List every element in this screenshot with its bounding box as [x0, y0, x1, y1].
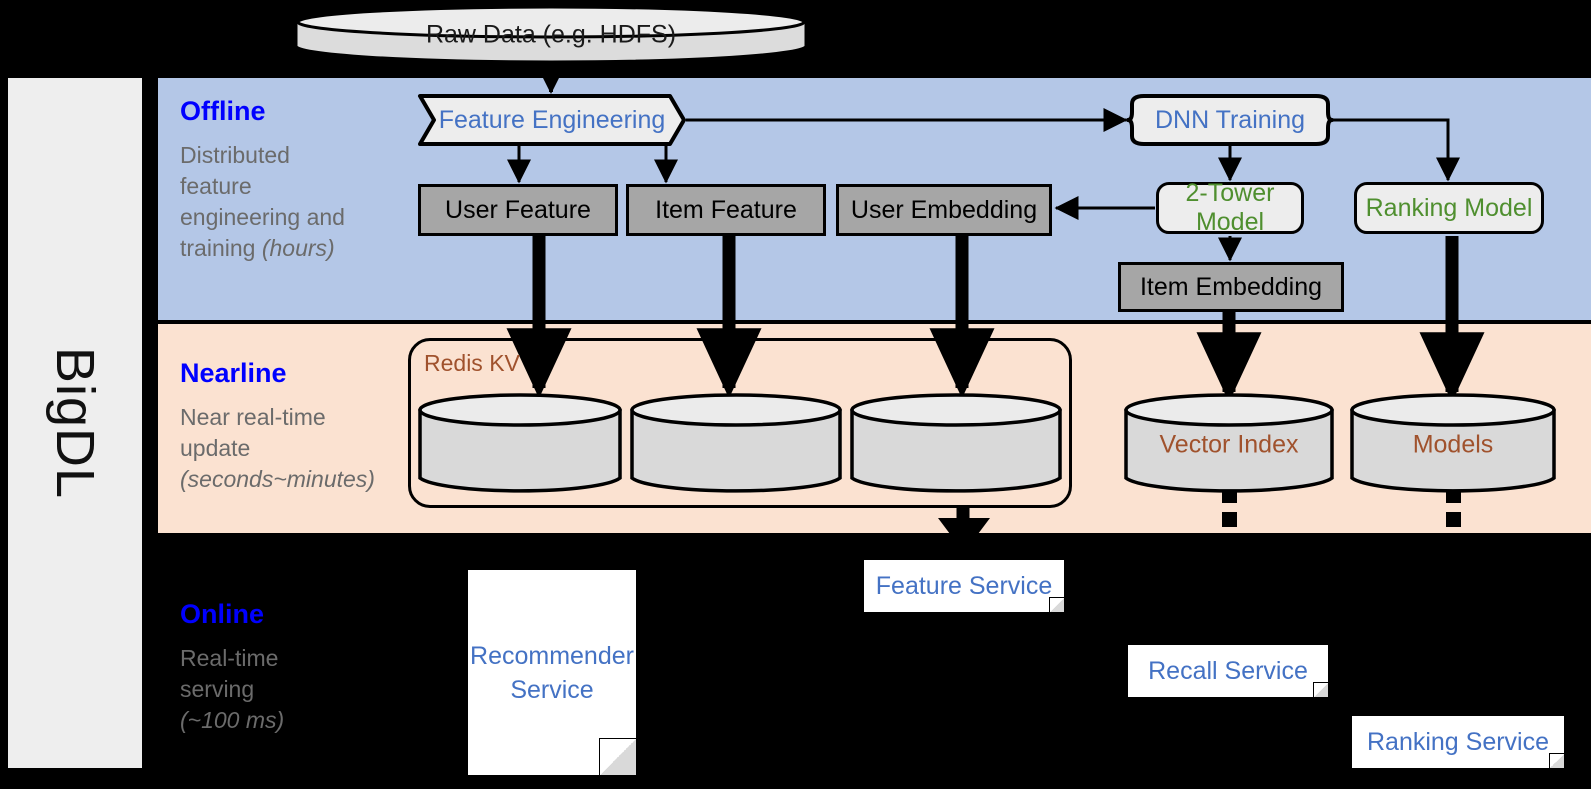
stub-vector-index-lower [1222, 512, 1237, 527]
offline-desc-l3: engineering and [180, 204, 345, 230]
offline-desc-l4: training [180, 235, 262, 261]
bigdl-framework-rail: BigDL [8, 78, 142, 768]
ranking-service-label: Ranking Service [1366, 727, 1550, 756]
user-feature-label: User Feature [445, 195, 591, 224]
recommender-service-label: Recommender Service [470, 641, 634, 704]
recommender-service-node[interactable]: Recommender Service [468, 570, 636, 775]
user-embedding-node[interactable]: User Embedding [836, 184, 1052, 236]
offline-desc-note: (hours) [261, 235, 335, 261]
offline-desc-l1: Distributed [180, 142, 290, 168]
feature-engineering-node[interactable]: Feature Engineering [418, 94, 686, 146]
page-fold-corner-icon [1549, 753, 1564, 768]
nearline-desc-l2: update [180, 435, 251, 461]
redis-store-3[interactable] [850, 392, 1062, 496]
feature-engineering-label: Feature Engineering [438, 105, 666, 134]
offline-desc-l2: feature [180, 173, 252, 199]
ranking-model-node[interactable]: Ranking Model [1354, 182, 1544, 234]
redis-store-2[interactable] [630, 392, 842, 496]
nearline-desc-l1: Near real-time [180, 404, 326, 430]
vector-index-store[interactable]: Vector Index [1124, 392, 1334, 496]
item-embedding-label: Item Embedding [1139, 272, 1323, 301]
page-fold-corner-icon [1049, 597, 1064, 612]
online-desc-l2: serving [180, 676, 255, 702]
page-fold-corner-icon [599, 738, 636, 775]
nearline-desc-note: (seconds~minutes) [180, 466, 375, 492]
dnn-training-label: DNN Training [1154, 105, 1306, 134]
recall-service-label: Recall Service [1148, 656, 1308, 685]
user-embedding-label: User Embedding [850, 195, 1038, 224]
feature-service-node[interactable]: Feature Service [864, 560, 1064, 612]
redis-kv-group [408, 338, 1072, 508]
user-feature-node[interactable]: User Feature [418, 184, 618, 236]
stage-desc-online: Real-time serving (~100 ms) [180, 643, 400, 736]
page-fold-corner-icon [1313, 682, 1328, 697]
feature-service-label: Feature Service [875, 571, 1053, 600]
ranking-model-label: Ranking Model [1365, 193, 1533, 222]
stage-title-online: Online [180, 599, 265, 629]
two-tower-model-node[interactable]: 2-Tower Model [1156, 179, 1304, 236]
stage-desc-offline: Distributed feature engineering and trai… [180, 140, 400, 264]
ranking-service-node[interactable]: Ranking Service [1352, 716, 1564, 768]
dnn-training-node[interactable]: DNN Training [1126, 94, 1334, 146]
two-tower-model-label: 2-Tower Model [1185, 179, 1275, 236]
bigdl-label: BigDL [45, 346, 105, 500]
redis-kv-label: Redis KV [424, 350, 520, 376]
models-store[interactable]: Models [1350, 392, 1556, 496]
raw-data-store: Raw Data (e.g. HDFS) [294, 4, 808, 64]
stub-models-lower [1446, 512, 1461, 527]
stage-title-nearline: Nearline [180, 358, 287, 388]
online-desc-note: (~100 ms) [180, 707, 285, 733]
stage-title-offline: Offline [180, 96, 266, 126]
item-embedding-node[interactable]: Item Embedding [1118, 262, 1344, 312]
item-feature-node[interactable]: Item Feature [626, 184, 826, 236]
redis-store-1[interactable] [418, 392, 622, 496]
online-desc-l1: Real-time [180, 645, 279, 671]
recall-service-node[interactable]: Recall Service [1128, 645, 1328, 697]
item-feature-label: Item Feature [655, 195, 797, 224]
stage-desc-nearline: Near real-time update (seconds~minutes) [180, 402, 400, 495]
